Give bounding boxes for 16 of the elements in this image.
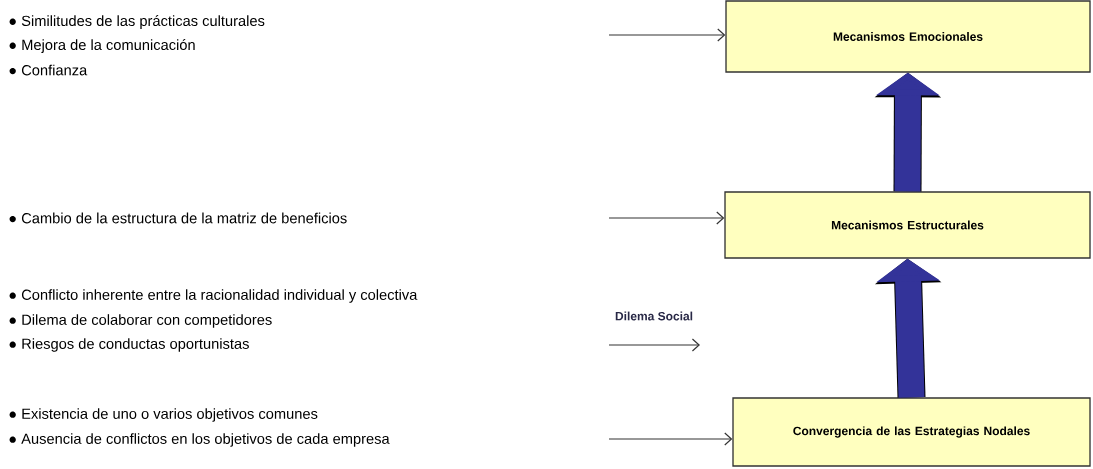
bullet-item: ● Dilema de colaborar con competidores [9,314,272,328]
process-box: Convergencia de las Estrategias Nodales [732,397,1091,467]
bullet-item: ● Similitudes de las prácticas culturales [9,15,265,29]
bullet-item: ● Conflicto inherente entre la racionalidad individual y colectiva [9,289,418,303]
process-box: Mecanismos Emocionales [725,0,1091,73]
bullet-item: ● Ausencia de conflictos en los objetivos de cada empresa [9,433,390,447]
arrow [608,28,726,42]
arrow-heading: Dilema Social [615,311,693,321]
bullet-item: ● Existencia de uno o varios objetivos comunes [9,408,318,422]
bullet-item: ● Mejora de la comunicación [9,39,195,53]
process-box: Mecanismos Estructurales [724,191,1091,259]
bullet-item: ● Confianza [9,64,88,76]
arrow [608,432,733,446]
bullet-item: ● Cambio de la estructura de la matriz de beneficios [9,212,347,224]
bullet-item: ● Riesgos de conductas oportunistas [9,338,249,352]
arrow [608,211,725,225]
